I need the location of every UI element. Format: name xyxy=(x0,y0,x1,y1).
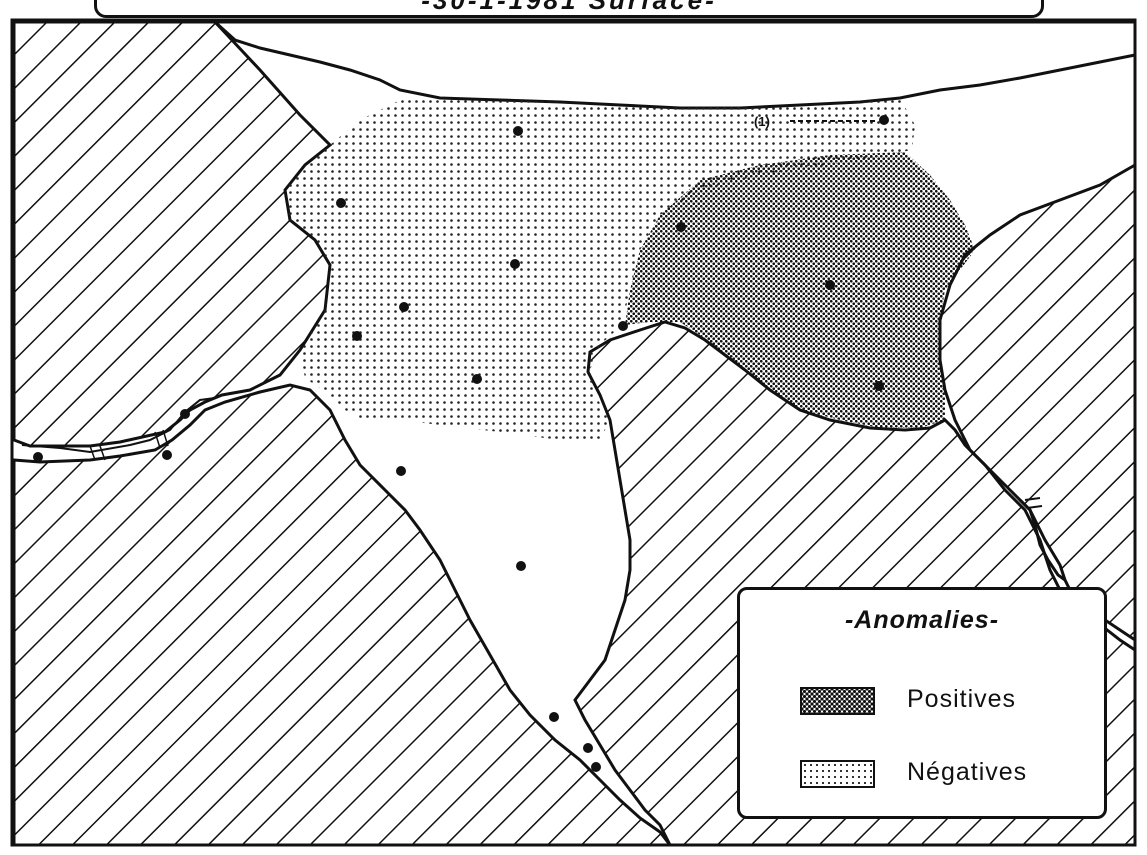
station-point xyxy=(825,280,835,290)
station-point xyxy=(33,452,43,462)
station-point xyxy=(162,450,172,460)
station-point xyxy=(336,198,346,208)
canal-lock-marker xyxy=(89,445,106,461)
map-title-box: -30-1-1981 Surface- xyxy=(94,0,1044,18)
canal-lock-marker xyxy=(154,429,169,449)
station-point xyxy=(591,762,601,772)
river-channel xyxy=(21,394,223,454)
station-point xyxy=(516,561,526,571)
station-point xyxy=(874,381,884,391)
canal-lock-marker xyxy=(1024,497,1043,509)
anomaly-negative-zone xyxy=(285,98,915,440)
land-east xyxy=(938,162,1137,643)
legend-title: -Anomalies- xyxy=(844,606,1000,634)
legend-swatch-negative xyxy=(800,760,875,788)
station-point xyxy=(510,259,520,269)
canal-east xyxy=(1018,498,1066,582)
station-point xyxy=(583,743,593,753)
legend-label-negative: Négatives xyxy=(907,758,1028,786)
land-southwest xyxy=(12,383,674,847)
station-point xyxy=(513,126,523,136)
station-point xyxy=(396,466,406,476)
sampling-stations xyxy=(33,115,889,772)
station-point xyxy=(879,115,889,125)
station-point xyxy=(676,222,686,232)
station-marker-label: (1) xyxy=(754,114,770,129)
map-title: -30-1-1981 Surface- xyxy=(421,0,717,15)
anomaly-positive-zone xyxy=(625,152,975,428)
station-point xyxy=(352,331,362,341)
station-point xyxy=(618,321,628,331)
legend-swatch-positive xyxy=(800,687,875,715)
station-point xyxy=(399,302,409,312)
map-frame xyxy=(10,18,1137,847)
legend-label-positive: Positives xyxy=(907,685,1017,713)
station-point xyxy=(549,712,559,722)
land-west xyxy=(12,20,333,448)
station-point xyxy=(180,409,190,419)
legend: -Anomalies- Positives Négatives xyxy=(737,587,1107,819)
station-point xyxy=(472,374,482,384)
